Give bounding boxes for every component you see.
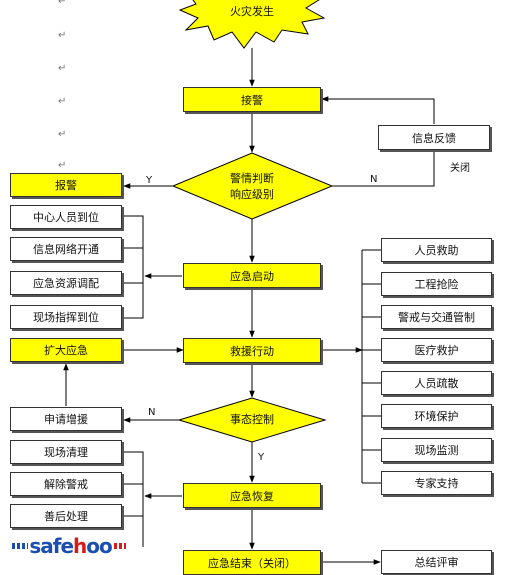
node-xianchang-qingli: 现场清理 [10, 440, 122, 464]
edge-fankui-jiejing [321, 96, 435, 124]
node-xinxi-fankui: 信息反馈 [378, 125, 490, 150]
node-yingji-qidong: 应急启动 [183, 263, 321, 288]
bracket-left-bottom [122, 451, 144, 547]
action-item: 人员救助 [381, 238, 492, 262]
logo-text: safehoo [29, 534, 112, 558]
node-zongjie-pingshen: 总结评审 [381, 550, 492, 574]
node-yingji-huifu: 应急恢复 [183, 483, 321, 508]
paragraph-mark: ↵ [58, 129, 67, 140]
logo-dots-left [12, 543, 29, 549]
paragraph-mark: ↵ [58, 30, 67, 41]
node-shanhou: 善后处理 [10, 504, 122, 528]
action-item: 专家支持 [381, 471, 492, 495]
edge-label-n2: N [148, 407, 156, 418]
start-label: 火灾发生 [230, 5, 274, 18]
node-zhongxin: 中心人员到位 [10, 205, 122, 229]
node-ziyuan-tiaopei: 应急资源调配 [10, 271, 122, 295]
paragraph-mark: ↵ [58, 160, 67, 171]
action-item: 环境保护 [381, 404, 492, 428]
bracket-left-top [122, 215, 144, 319]
node-kuoda-yingji: 扩大应急 [10, 338, 122, 362]
diamond-jingqing-line1: 警情判断 [230, 172, 274, 185]
action-item: 现场监测 [381, 438, 492, 462]
node-xinxi-wangluo: 信息网络开通 [10, 237, 122, 261]
node-baojing: 报警 [10, 173, 122, 197]
paragraph-mark: ↵ [58, 96, 67, 107]
diamond-jingqing-label: 警情判断 响应级别 [212, 171, 292, 203]
logo-dots-right [113, 543, 126, 549]
paragraph-mark: ↵ [58, 63, 67, 74]
diamond-shiqing-label: 事态控制 [230, 413, 274, 426]
action-item: 警戒与交通管制 [381, 305, 492, 329]
edge-label-guanbi: 关闭 [450, 163, 470, 174]
node-jiejing: 接警 [183, 87, 321, 112]
edge-panduan-n [332, 151, 435, 187]
safehoo-logo: safehoo [12, 534, 126, 558]
action-item: 医疗救护 [381, 338, 492, 362]
node-xianchang-zhihui: 现场指挥到位 [10, 305, 122, 329]
action-item: 工程抢险 [381, 272, 492, 296]
node-jiechu-jingjie: 解除警戒 [10, 472, 122, 496]
edge-label-y2: Y [258, 452, 265, 463]
node-jiuyuan-xingdong: 救援行动 [183, 338, 321, 363]
diamond-jingqing-line2: 响应级别 [230, 188, 274, 201]
start-burst [178, 0, 326, 49]
paragraph-mark: ↵ [58, 0, 67, 7]
node-shenqing-zengyuan: 申请增援 [10, 407, 122, 431]
edge-label-y: Y [146, 175, 153, 186]
action-item: 人员疏散 [381, 371, 492, 395]
edge-label-n: N [370, 174, 378, 185]
node-yingji-jieshu: 应急结束（关闭） [183, 550, 321, 575]
